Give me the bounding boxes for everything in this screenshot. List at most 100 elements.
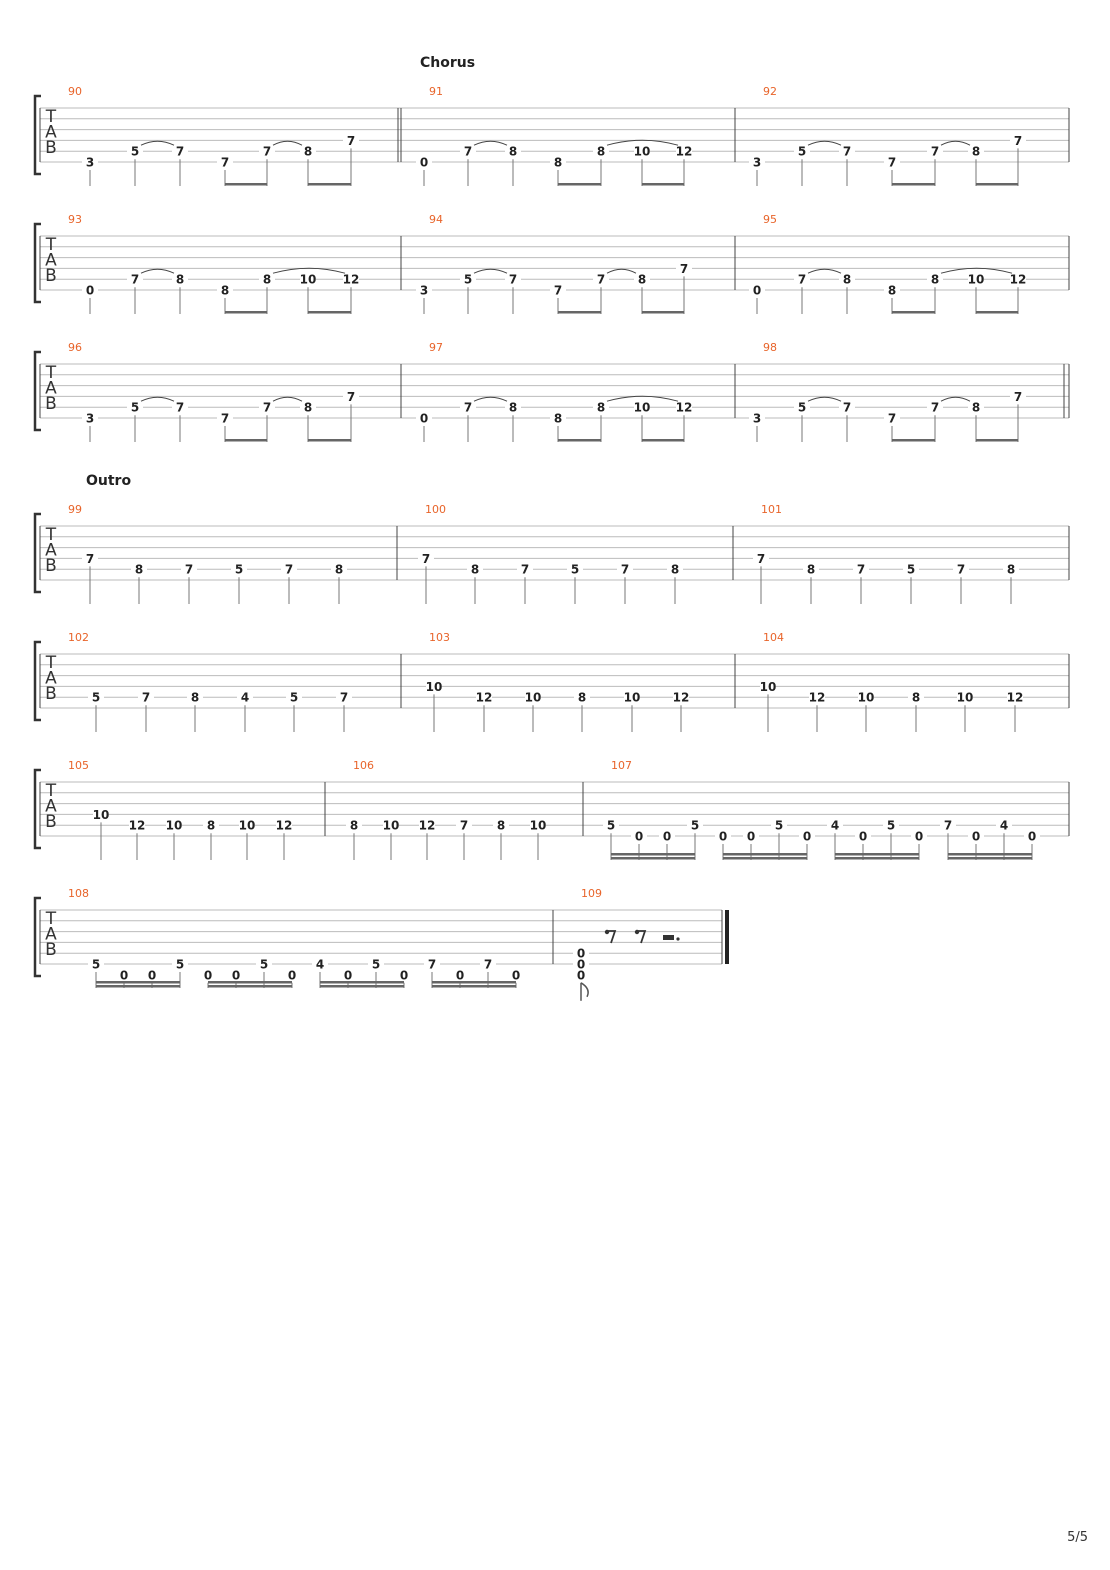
tab-clef-letter: A <box>45 123 57 143</box>
tie-arc <box>140 140 175 146</box>
fret-number: 10 <box>383 819 400 833</box>
fret-background <box>927 401 943 414</box>
fret-background <box>799 830 815 842</box>
fret-background <box>517 563 533 576</box>
note-beam <box>642 183 684 186</box>
note-beam <box>225 183 267 186</box>
note-beam <box>432 985 516 988</box>
fret-number: 7 <box>176 145 184 159</box>
measure-number: 95 <box>763 213 777 226</box>
tie-arc <box>940 396 971 402</box>
fret-number: 0 <box>753 284 761 298</box>
note-flag <box>580 982 589 998</box>
fret-number: 8 <box>304 145 312 159</box>
fret-number: 12 <box>676 145 693 159</box>
fret-number: 0 <box>148 968 156 982</box>
fret-number: 5 <box>260 958 268 972</box>
fret-number: 0 <box>420 412 428 426</box>
fret-number: 0 <box>577 968 585 982</box>
tie-arc <box>606 268 637 274</box>
fret-background <box>460 273 476 286</box>
fret-background <box>256 958 272 970</box>
note-beam <box>320 985 404 988</box>
fret-number: 8 <box>578 691 586 705</box>
fret-number: 7 <box>285 563 293 577</box>
fret-number: 0 <box>663 830 671 844</box>
tab-clef-letter: T <box>45 653 57 673</box>
fret-number: 0 <box>400 968 408 982</box>
fret-background <box>418 552 434 565</box>
fret-number: 10 <box>166 819 183 833</box>
fret-number: 5 <box>907 563 915 577</box>
fret-number: 7 <box>86 552 94 566</box>
fret-number: 8 <box>972 145 980 159</box>
fret-number: 0 <box>719 830 727 844</box>
note-beam <box>432 981 516 984</box>
fret-background <box>331 563 347 576</box>
fret-number: 8 <box>1007 563 1015 577</box>
fret-background <box>634 145 650 158</box>
fret-number: 5 <box>92 958 100 972</box>
fret-background <box>550 412 566 424</box>
fret-background <box>505 401 521 414</box>
note-beam <box>320 981 404 984</box>
fret-background <box>827 819 843 832</box>
fret-background <box>940 819 956 832</box>
tab-clef-letter: A <box>45 797 57 817</box>
measure-number: 101 <box>761 503 782 516</box>
fret-number: 7 <box>957 563 965 577</box>
system-brace <box>33 640 41 722</box>
fret-background <box>82 284 98 296</box>
fret-number: 8 <box>350 819 358 833</box>
fret-number: 7 <box>621 563 629 577</box>
fret-background <box>968 401 984 414</box>
fret-background <box>312 958 328 970</box>
fret-number: 8 <box>843 273 851 287</box>
eighth-rest <box>637 930 647 944</box>
fret-background <box>396 968 412 981</box>
tie-arc <box>140 396 175 402</box>
fret-number: 0 <box>232 968 240 982</box>
fret-background <box>953 563 969 576</box>
fret-background <box>172 958 188 970</box>
fret-number: 7 <box>843 401 851 415</box>
fret-background <box>687 819 703 832</box>
fret-background <box>676 262 692 275</box>
fret-number: 3 <box>753 156 761 170</box>
fret-background <box>239 819 255 832</box>
fret-background <box>593 145 609 158</box>
fret-background <box>467 563 483 576</box>
tie-arc <box>807 140 842 146</box>
fret-number: 5 <box>372 958 380 972</box>
fret-number: 0 <box>344 968 352 982</box>
fret-number: 7 <box>340 691 348 705</box>
fret-number: 3 <box>86 156 94 170</box>
fret-number: 5 <box>92 691 100 705</box>
fret-background <box>794 401 810 414</box>
measure-number: 108 <box>68 887 89 900</box>
fret-background <box>452 968 468 981</box>
fret-number: 5 <box>798 401 806 415</box>
tab-clef-letter: B <box>45 266 57 286</box>
fret-background <box>927 145 943 158</box>
fret-background <box>883 819 899 832</box>
fret-background <box>129 819 145 832</box>
fret-background <box>753 552 769 565</box>
note-beam <box>208 981 292 984</box>
fret-number: 8 <box>509 401 517 415</box>
fret-number: 7 <box>931 145 939 159</box>
fret-number: 12 <box>673 691 690 705</box>
fret-number: 8 <box>497 819 505 833</box>
fret-number: 0 <box>803 830 811 844</box>
fret-background <box>259 145 275 158</box>
